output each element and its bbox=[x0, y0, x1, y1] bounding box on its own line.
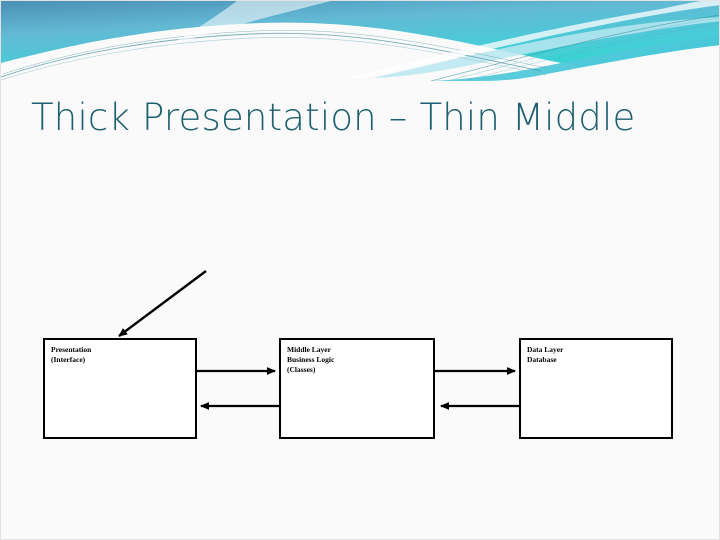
decorative-wave-banner bbox=[1, 1, 719, 81]
middle-line-2: Business Logic bbox=[287, 355, 335, 364]
layer-box-presentation[interactable]: Presentation (Interface) bbox=[43, 338, 197, 439]
layer-box-data[interactable]: Data Layer Database bbox=[519, 338, 673, 439]
presentation-line-1: Presentation bbox=[51, 345, 92, 354]
callout-pointer-arrow bbox=[118, 270, 207, 337]
data-line-2: Database bbox=[527, 355, 557, 364]
layer-box-presentation-label: Presentation (Interface) bbox=[51, 345, 91, 365]
data-line-1: Data Layer bbox=[527, 345, 564, 354]
middle-line-1: Middle Layer bbox=[287, 345, 331, 354]
layer-box-middle[interactable]: Middle Layer Business Logic (Classes) bbox=[279, 338, 435, 439]
slide-title: Thick Presentation – Thin Middle bbox=[31, 96, 636, 139]
layer-box-data-label: Data Layer Database bbox=[527, 345, 563, 365]
middle-line-3: (Classes) bbox=[287, 365, 316, 374]
presentation-line-2: (Interface) bbox=[51, 355, 86, 364]
layer-box-middle-label: Middle Layer Business Logic (Classes) bbox=[287, 345, 334, 375]
